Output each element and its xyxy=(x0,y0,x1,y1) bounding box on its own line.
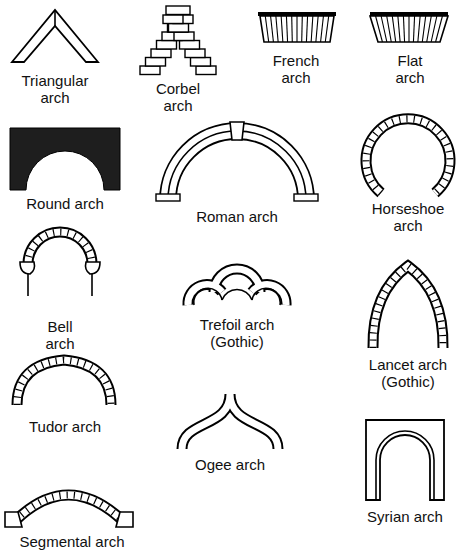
voussoir-joint xyxy=(311,16,313,42)
voussoir-joint xyxy=(286,16,287,42)
voussoir-joint xyxy=(436,16,443,42)
arch-label: Horseshoe arch xyxy=(365,200,451,234)
voussoir-joint xyxy=(418,16,420,42)
arch-label: Syrian arch xyxy=(367,508,443,525)
voussoir-joint xyxy=(376,16,383,42)
voussoir-joint xyxy=(413,16,414,42)
arch-label: Round arch xyxy=(26,195,104,212)
voussoir-joint xyxy=(271,16,274,42)
syrian-arch xyxy=(366,420,444,500)
voussoir-joint xyxy=(403,16,404,42)
arch-label: Flat arch xyxy=(388,52,433,86)
tudor-arch xyxy=(17,360,111,405)
voussoir-joint xyxy=(392,16,395,42)
corbel-block xyxy=(185,49,205,58)
ogee-arch xyxy=(182,394,278,449)
voussoir-joint xyxy=(316,16,318,42)
arch-label: Roman arch xyxy=(196,208,278,225)
voussoir-joint xyxy=(381,16,387,42)
voussoir-joint xyxy=(431,16,437,42)
voussoir-joint xyxy=(296,16,297,42)
arch-label: Corbel arch xyxy=(147,80,209,114)
arch-label: Ogee arch xyxy=(195,456,265,473)
voussoir-joint xyxy=(325,16,328,42)
corbel-block xyxy=(146,58,166,67)
voussoir-joint xyxy=(276,16,278,42)
corbel-block xyxy=(196,66,216,75)
arch-label: Lancet arch (Gothic) xyxy=(356,356,460,390)
trefoil-arch xyxy=(188,269,286,305)
arch-label: Triangular arch xyxy=(10,72,100,106)
arch-label: Tudor arch xyxy=(29,418,101,435)
horseshoe-arch xyxy=(366,119,450,193)
round-arch xyxy=(10,128,120,190)
voussoir-joint xyxy=(306,16,307,42)
flat-arch xyxy=(370,12,448,42)
voussoir-joint xyxy=(301,16,303,42)
corbel-block xyxy=(168,24,188,33)
bell-arch xyxy=(20,232,100,296)
voussoir-joint xyxy=(387,16,392,42)
voussoir-joint xyxy=(408,16,409,42)
arch-label: Trefoil arch (Gothic) xyxy=(185,316,289,350)
corbel-block xyxy=(140,66,160,75)
arch-label: French arch xyxy=(266,52,326,86)
segmental-arch xyxy=(5,495,133,527)
corbel-block xyxy=(169,24,189,33)
corbel-block xyxy=(174,32,194,41)
corbel-block xyxy=(180,41,200,50)
corbel-arch xyxy=(140,6,216,75)
voussoir-joint xyxy=(291,16,293,42)
arch-label: Bell arch xyxy=(39,318,81,352)
lancet-arch xyxy=(373,266,443,348)
corbel-block xyxy=(157,41,177,50)
voussoir-joint xyxy=(422,16,425,42)
voussoir-joint xyxy=(265,16,268,42)
arch-label: Segmental arch xyxy=(19,533,124,550)
voussoir-joint xyxy=(398,16,400,42)
corbel-block xyxy=(163,15,183,24)
voussoir-joint xyxy=(281,16,283,42)
corbel-block xyxy=(191,58,211,67)
french-arch xyxy=(258,12,336,42)
voussoir-joint xyxy=(321,16,324,42)
voussoir-joint xyxy=(427,16,432,42)
roman-arch xyxy=(156,122,318,201)
triangular-arch xyxy=(12,10,98,62)
corbel-block xyxy=(166,6,190,15)
corbel-block xyxy=(151,49,171,58)
